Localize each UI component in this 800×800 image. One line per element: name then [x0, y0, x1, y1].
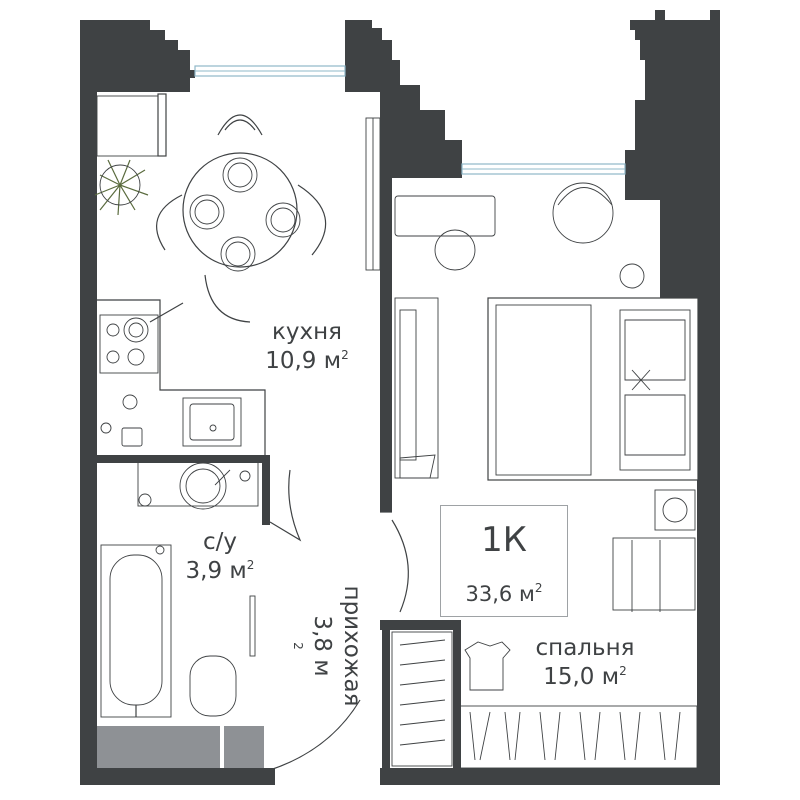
kitchen-name: кухня [272, 319, 342, 345]
kitchen-area: 10,9 м2 [265, 348, 349, 374]
bedroom-area: 15,0 м2 [543, 664, 627, 690]
apartment-summary: 1К 33,6 м2 [440, 505, 568, 617]
bathroom-name: с/у [202, 529, 237, 555]
bathroom-area: 3,9 м2 [185, 558, 255, 584]
exterior-walls [80, 10, 720, 785]
bed [487, 297, 699, 481]
bedroom-label: спальня 15,0 м2 [520, 634, 650, 692]
kitchen-radiator [365, 117, 381, 271]
apartment-type: 1К [481, 520, 527, 560]
kitchen-counter [96, 93, 266, 455]
bathroom-floor-strip [97, 726, 264, 768]
bathroom-fixtures [100, 461, 259, 718]
apartment-total-area: 33,6 м2 [465, 581, 543, 606]
dining-table [156, 114, 327, 323]
bathroom-label: с/у 3,9 м2 [170, 528, 270, 586]
wardrobe-bedroom [459, 641, 698, 769]
bedroom-misc [612, 489, 696, 612]
bedroom-name: спальня [535, 635, 635, 661]
hallway-doors [269, 469, 409, 771]
windows [194, 65, 626, 175]
wardrobe-hallway [391, 631, 453, 767]
hallway-name: прихожая [339, 585, 365, 707]
kitchen-label: кухня 10,9 м2 [248, 318, 366, 376]
bedroom-desk [394, 182, 645, 289]
plant [94, 159, 149, 216]
bedroom-shelf [394, 297, 439, 479]
